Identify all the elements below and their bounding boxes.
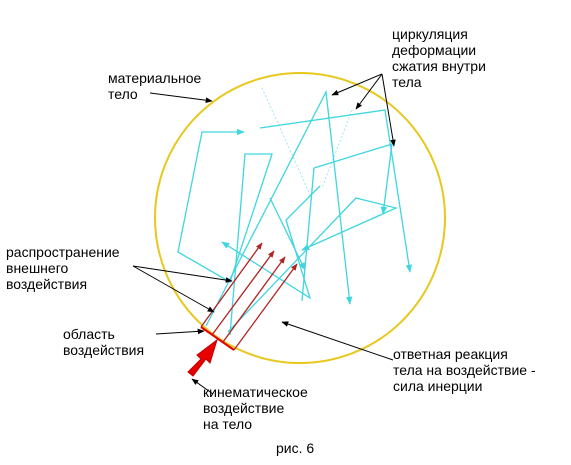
- deformation-path-7: [269, 197, 306, 271]
- deformation-path-2: [205, 89, 353, 327]
- callout-lines: [132, 73, 396, 395]
- deformation-path-5: [227, 197, 398, 333]
- callout-circulation-1: [331, 73, 383, 96]
- callout-material-body: [149, 92, 213, 103]
- label-kinematic: кинематическое воздействие на тело: [203, 384, 308, 432]
- callout-propagation-1: [132, 265, 233, 283]
- label-material-body: материальное тело: [108, 70, 202, 102]
- label-impact-area: область воздействия: [63, 326, 145, 358]
- deformation-paths: [177, 89, 413, 336]
- propagation-ray-2: [211, 250, 275, 336]
- callout-propagation-2: [132, 265, 215, 313]
- propagation-ray-4: [233, 263, 298, 351]
- red-arrow-icon: [187, 338, 218, 377]
- callout-circulation-3: [381, 73, 396, 147]
- propagation-ray-1: [200, 242, 263, 328]
- faint-traces: [261, 87, 353, 201]
- deformation-path-1: [177, 128, 273, 336]
- label-circulation: циркуляция деформации сжатия внутри тела: [392, 26, 486, 90]
- impact-area-outline: [200, 326, 235, 351]
- callout-impact-area: [155, 328, 205, 335]
- material-body-circle: [154, 72, 446, 364]
- deformation-path-3: [259, 109, 413, 273]
- propagation-rays: [200, 242, 298, 351]
- callout-response: [281, 321, 394, 361]
- callout-circulation-2: [355, 73, 383, 110]
- deformation-path-6: [221, 185, 321, 300]
- callout-kinematic: [191, 378, 214, 395]
- label-propagation: распространение внешнего воздействия: [6, 244, 120, 292]
- deformation-path-4: [301, 143, 393, 302]
- figure-caption: рис. 6: [276, 440, 315, 456]
- propagation-ray-3: [222, 256, 286, 343]
- label-response: ответная реакция тела на воздействие - с…: [393, 346, 536, 394]
